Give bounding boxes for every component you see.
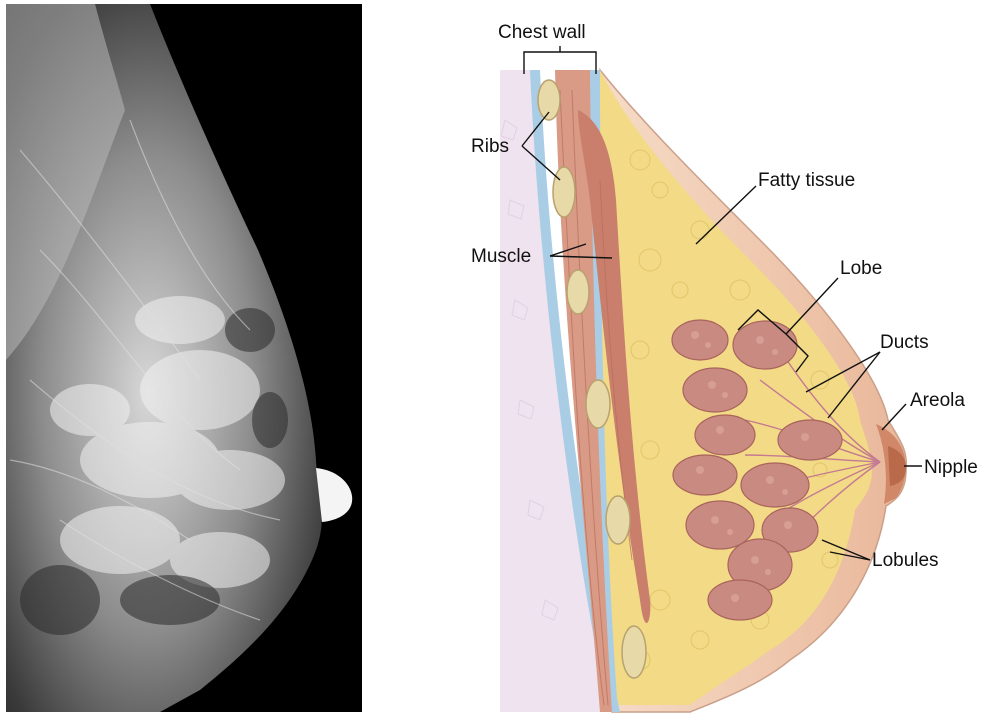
label-muscle: Muscle [471,246,531,267]
lobule [708,580,772,620]
label-fatty-tissue: Fatty tissue [758,170,855,191]
rib [606,496,630,544]
lobule [673,455,737,495]
label-ribs: Ribs [471,136,509,157]
lobule [733,321,797,369]
label-ducts: Ducts [880,332,929,353]
label-lobules: Lobules [872,550,939,571]
rib [538,80,560,120]
rib [567,270,589,314]
label-lobe: Lobe [840,258,882,279]
lobule [741,463,809,507]
lobule [778,420,842,460]
rib [622,626,646,678]
label-chest-wall: Chest wall [498,22,586,43]
rib [586,380,610,428]
label-nipple: Nipple [924,457,978,478]
lobule [695,415,755,455]
lobule [683,368,747,412]
rib [553,167,575,217]
label-areola: Areola [910,390,965,411]
lobule [686,501,754,549]
lobule [672,320,728,360]
